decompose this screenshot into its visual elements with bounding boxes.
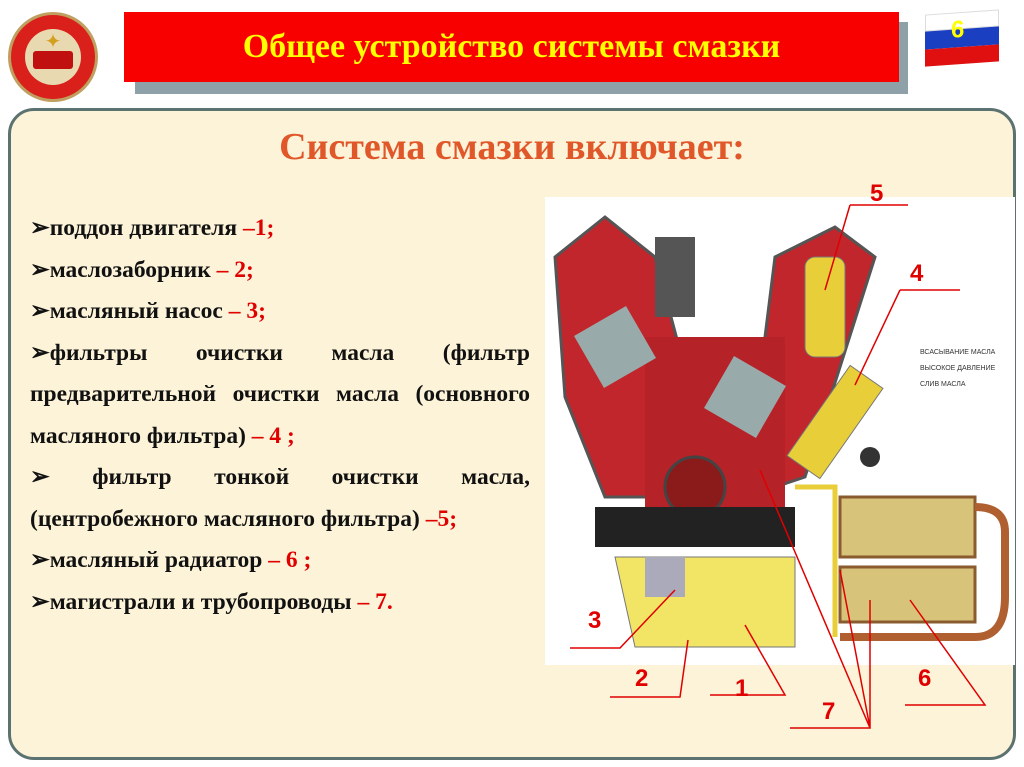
label-6: 6 (918, 665, 932, 692)
list-item: ➢ фильтр тонкой очистки масла, (центробе… (30, 464, 530, 532)
slide-title: Общее устройство системы смазки (124, 12, 899, 82)
component-list: ➢поддон двигателя –1; ➢маслозаборник – 2… (30, 208, 530, 623)
engine-illustration (553, 215, 1009, 648)
label-5: 5 (870, 180, 884, 207)
engine-lubrication-diagram: ВСАСЫВАНИЕ МАСЛА ВЫСОКОЕ ДАВЛЕНИЕ СЛИВ М… (545, 197, 1015, 665)
label-1: 1 (735, 675, 749, 702)
label-2: 2 (635, 665, 649, 692)
list-item: ➢масляный радиатор – 6 ; (30, 547, 312, 573)
list-item: ➢масляный насос – 3; (30, 298, 266, 324)
list-item: ➢маслозаборник – 2; (30, 256, 254, 283)
list-item: ➢поддон двигателя –1; (30, 215, 275, 241)
list-item: ➢фильтры очистки масла (фильтр предварит… (30, 339, 530, 449)
label-3: 3 (588, 607, 602, 634)
list-item: ➢магистрали и трубопроводы – 7. (30, 588, 393, 615)
label-7: 7 (822, 698, 836, 725)
legend-high-pressure: ВЫСОКОЕ ДАВЛЕНИЕ (920, 365, 996, 372)
subtitle: Система смазки включает: (279, 126, 745, 168)
label-4: 4 (910, 260, 924, 287)
legend-drain: СЛИВ МАСЛА (920, 381, 966, 388)
academy-logo: ✦ (8, 12, 98, 102)
legend-suction: ВСАСЫВАНИЕ МАСЛА (920, 349, 996, 356)
